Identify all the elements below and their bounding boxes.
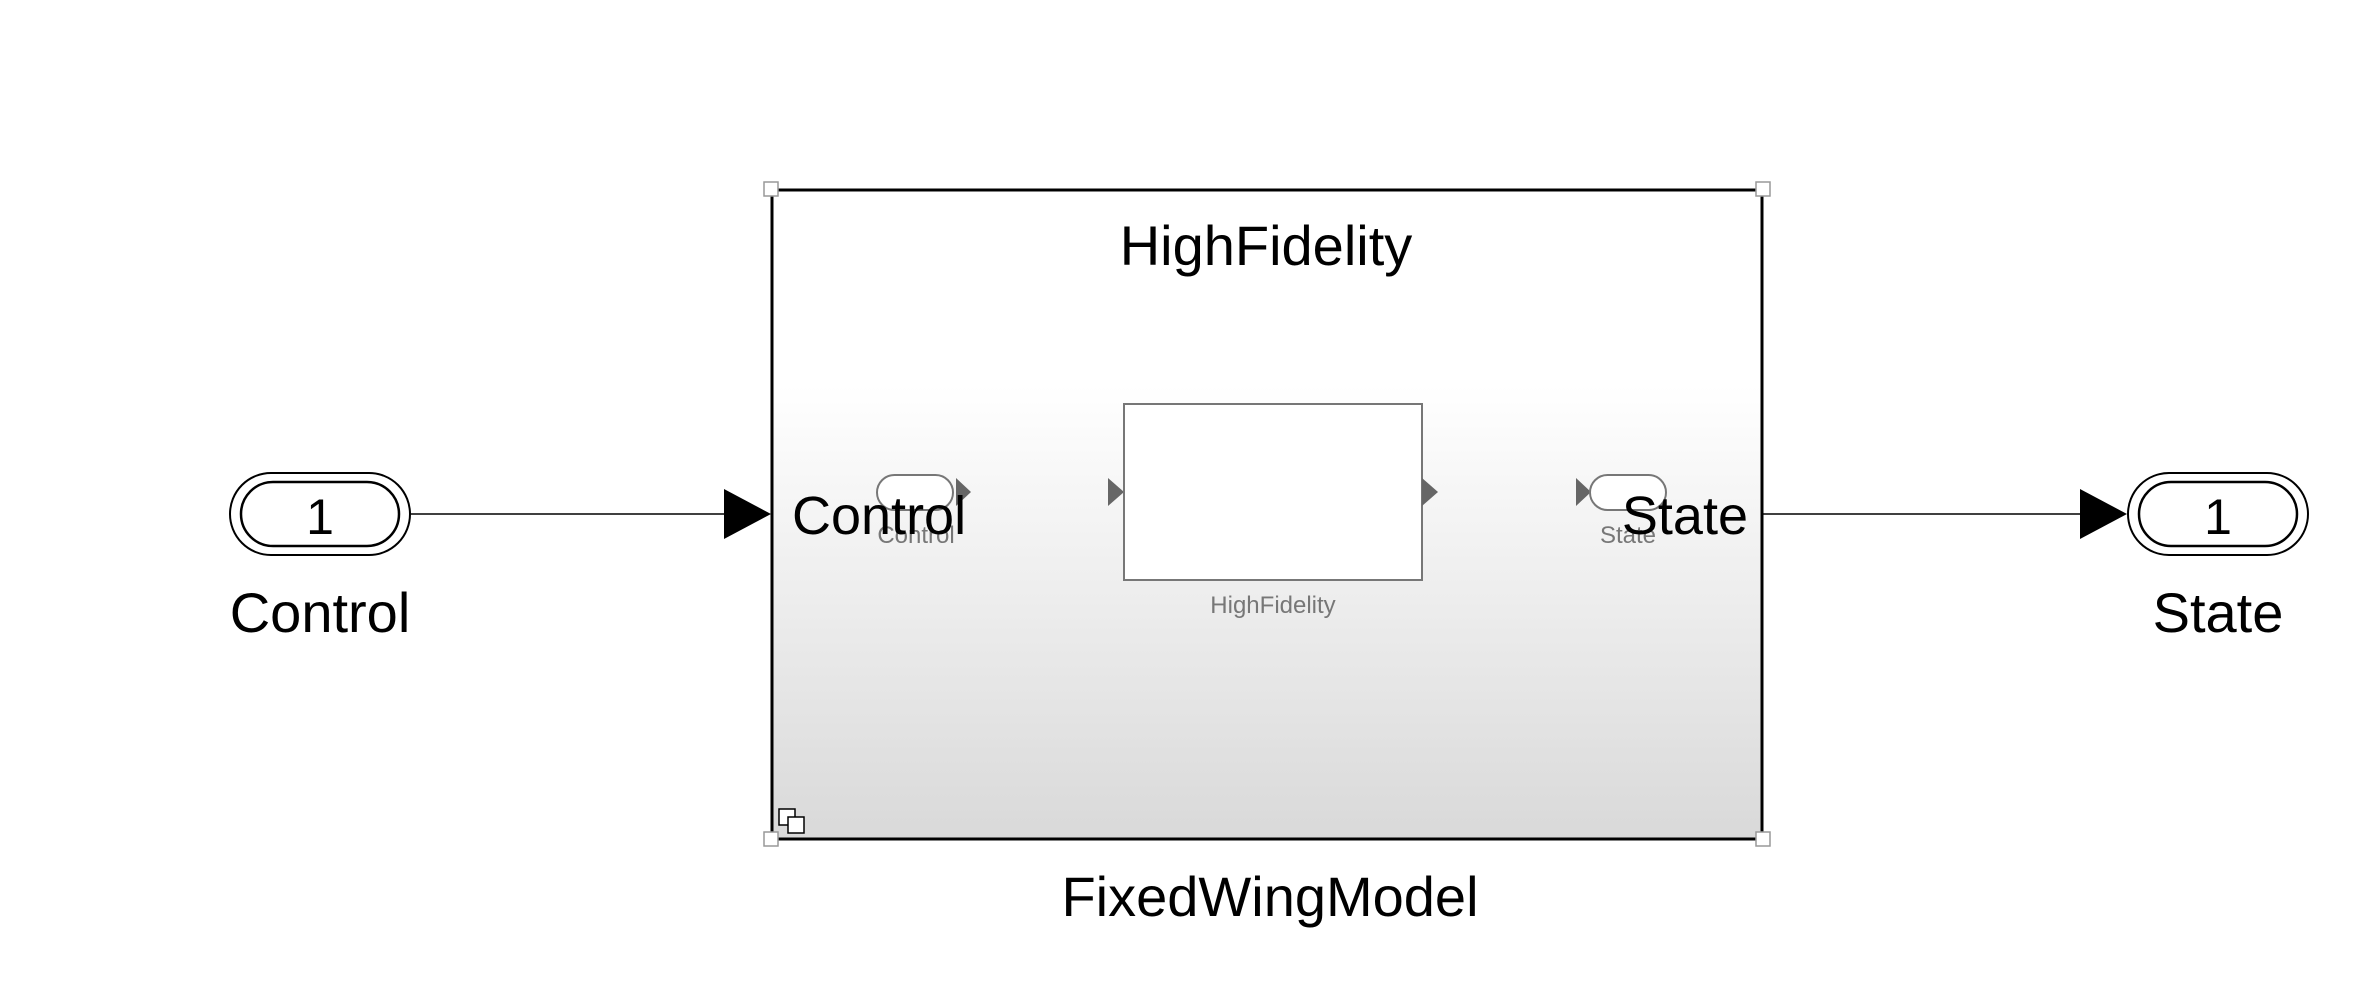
subsystem-name: FixedWingModel <box>1061 865 1478 928</box>
resize-handle-top-left[interactable] <box>763 181 779 197</box>
outport-number: 1 <box>2204 489 2232 545</box>
inport-name: Control <box>230 581 411 644</box>
outport-block[interactable]: 1 <box>2127 472 2309 556</box>
variant-subsystem-block[interactable]: HighFidelity Control HighFidelity State … <box>763 181 1771 847</box>
preview-outport: State <box>1576 474 1667 549</box>
preview-block: HighFidelity <box>1108 403 1438 619</box>
resize-handle-top-right[interactable] <box>1755 181 1771 197</box>
inport-number: 1 <box>306 489 334 545</box>
outport-name: State <box>2153 581 2284 644</box>
subsystem-output-port-label: State <box>1622 486 1748 546</box>
resize-handle-bottom-right[interactable] <box>1755 831 1771 847</box>
preview-outport-label: State <box>1600 522 1656 549</box>
preview-block-label: HighFidelity <box>1210 592 1335 619</box>
variant-icon <box>778 808 805 834</box>
resize-handle-bottom-left[interactable] <box>763 831 779 847</box>
inport-block[interactable]: 1 <box>229 472 411 556</box>
signal-line-control[interactable] <box>411 489 771 539</box>
subsystem-input-port-label: Control <box>792 486 966 546</box>
active-variant-title: HighFidelity <box>1120 214 1413 277</box>
subsystem-preview: Control HighFidelity State <box>876 403 1667 619</box>
signal-line-state[interactable] <box>1763 489 2127 539</box>
preview-inport-label: Control <box>877 522 954 549</box>
preview-inport: Control <box>876 474 971 549</box>
